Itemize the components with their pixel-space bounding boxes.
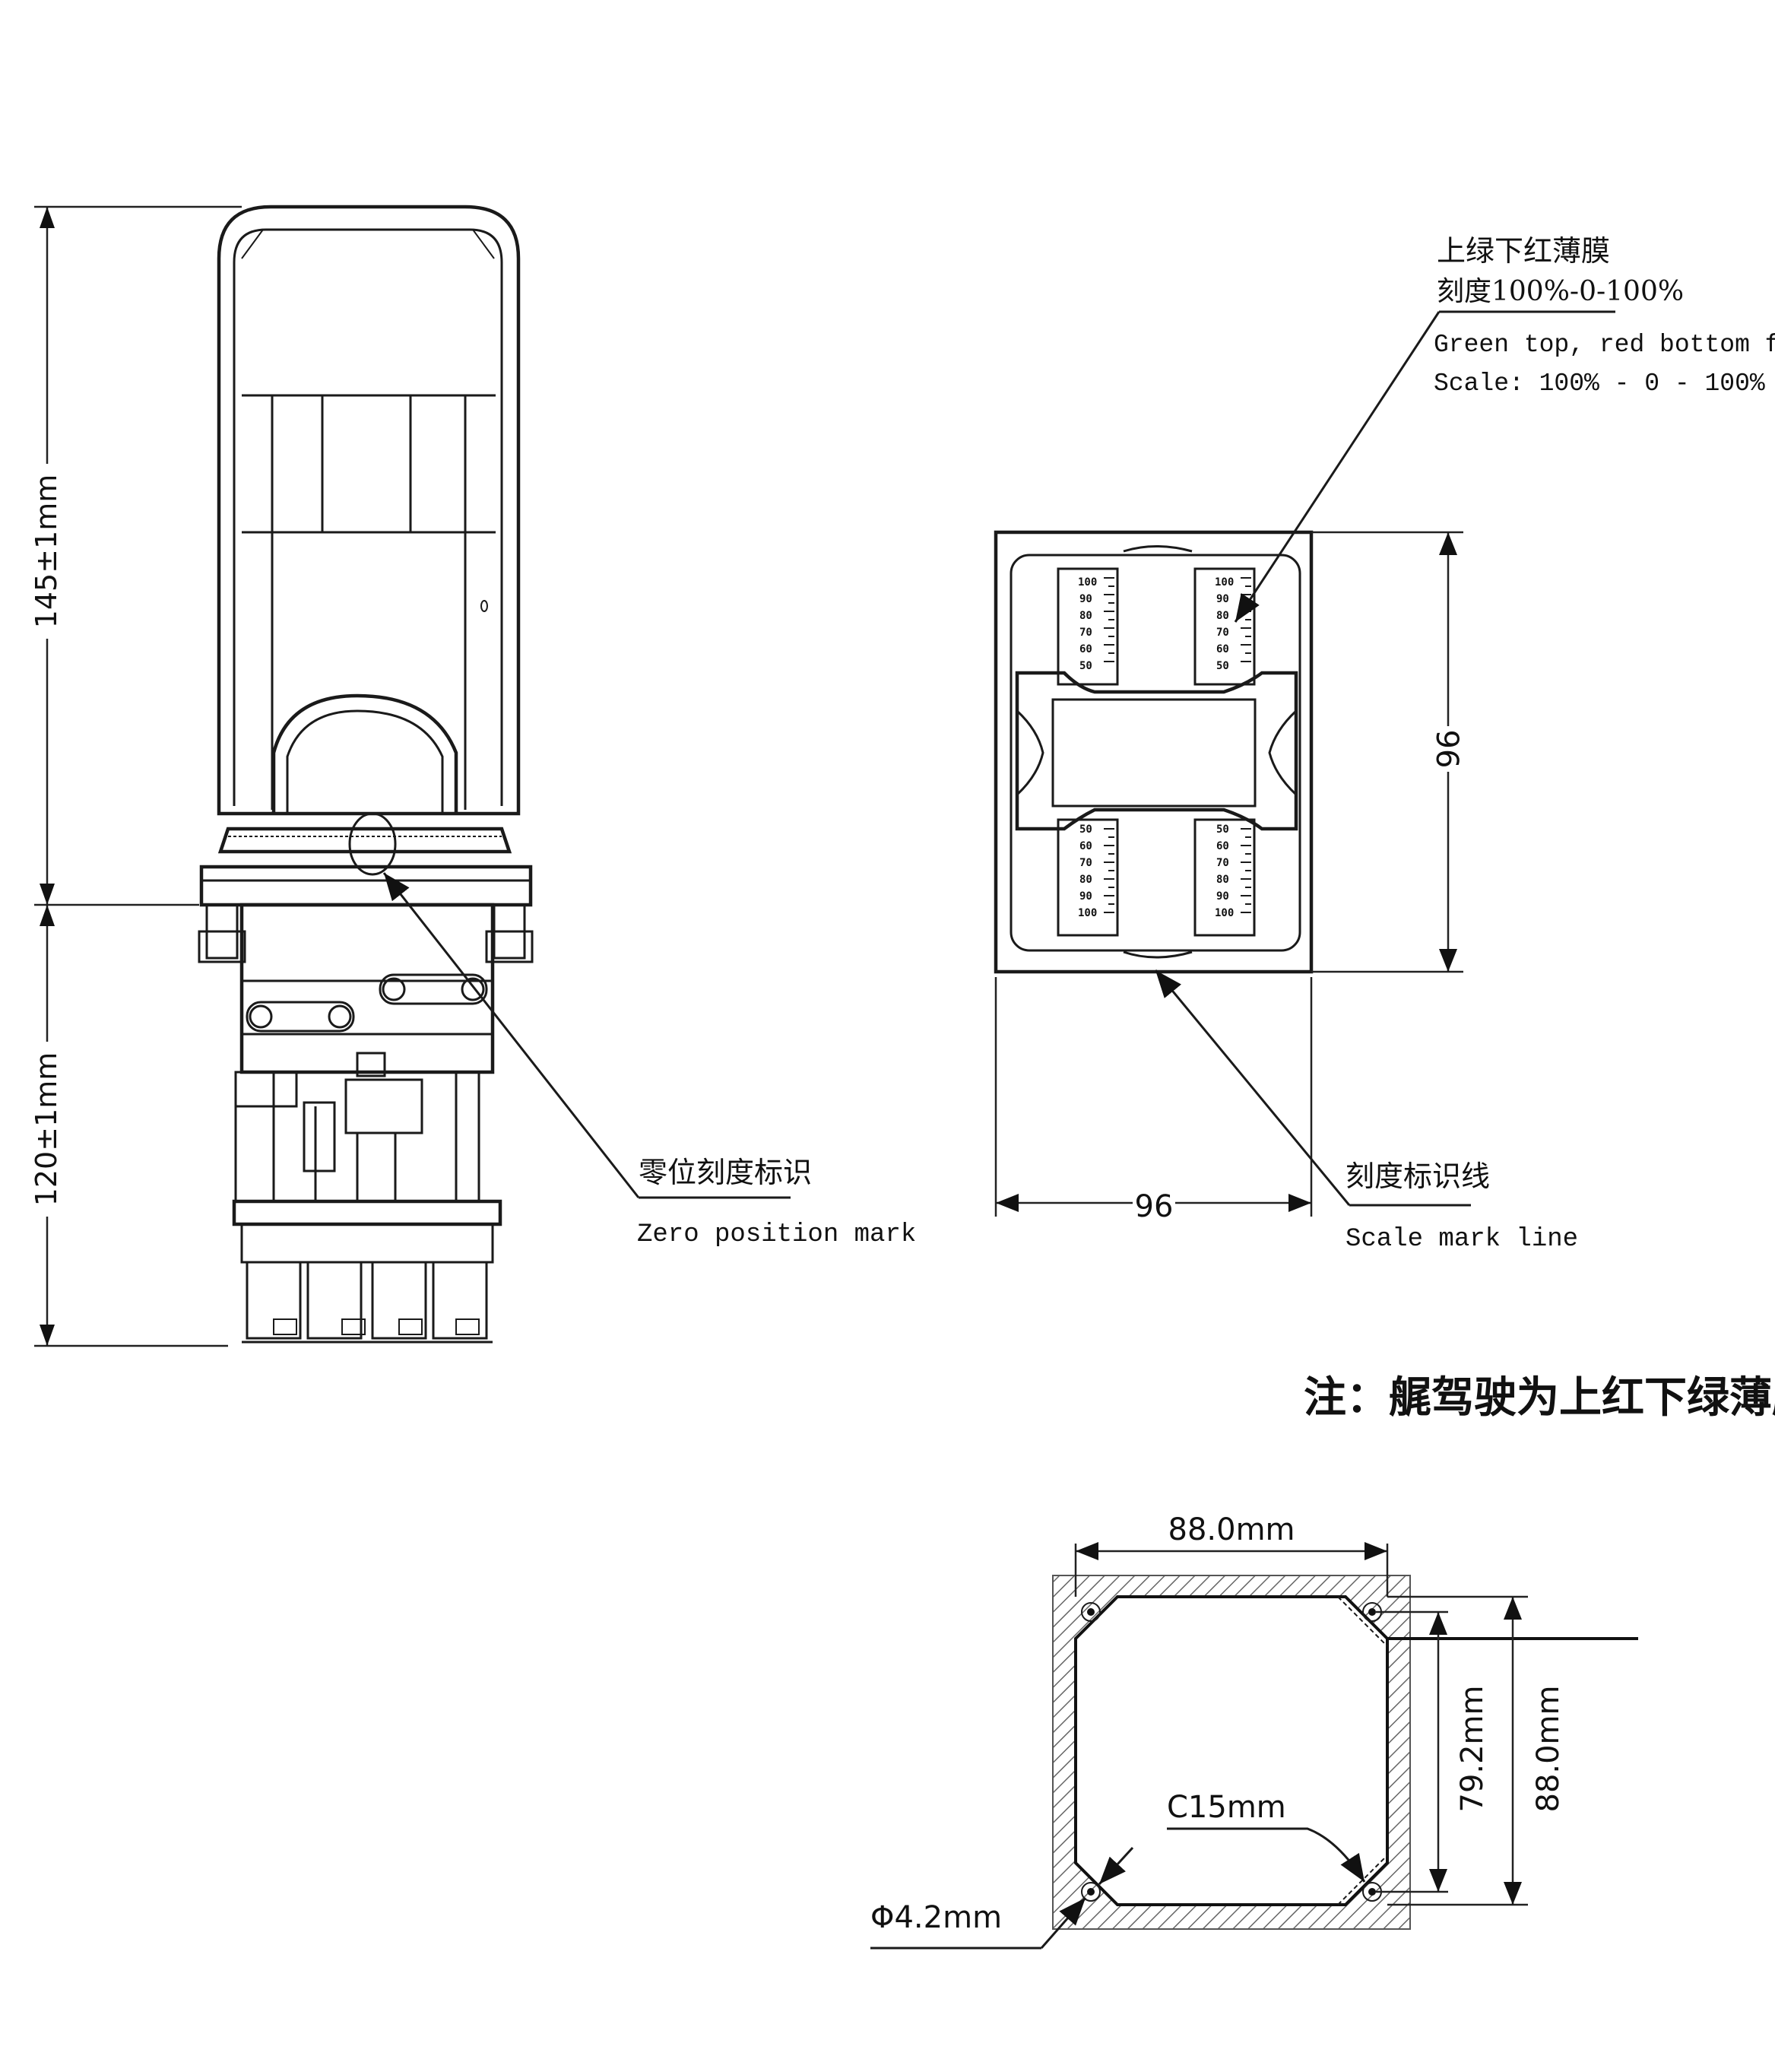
svg-text:100: 100 [1215, 576, 1234, 589]
film-label-en-2: Scale: 100% - 0 - 100% [1434, 370, 1765, 398]
svg-text:80: 80 [1079, 874, 1092, 886]
film-label-en-1: Green top, red bottom film [1434, 331, 1775, 359]
note-text: 注：艉驾驶为上红下绿薄膜 [1304, 1372, 1775, 1423]
hole-diameter-label: Φ4.2mm [870, 1900, 1002, 1935]
svg-text:70: 70 [1079, 857, 1092, 869]
svg-text:100: 100 [1078, 907, 1097, 919]
svg-text:100: 100 [1078, 576, 1097, 589]
zero-mark-label-en: Zero position mark [637, 1220, 916, 1249]
svg-text:100: 100 [1215, 907, 1234, 919]
panel-cutout: 88.0mm 88.0mm 79.2mm C15mm Φ4.2mm [870, 1512, 1638, 1950]
scale-bottom-right: 50 60 70 80 90 100 [1215, 823, 1234, 919]
scale-bottom-left: 50 60 70 80 90 100 [1078, 823, 1097, 919]
svg-text:70: 70 [1216, 627, 1229, 639]
scale-line-label-en: Scale mark line [1346, 1225, 1578, 1254]
film-label-cn-2: 刻度100%-0-100% [1437, 276, 1684, 307]
svg-text:90: 90 [1216, 593, 1229, 605]
svg-text:90: 90 [1079, 593, 1092, 605]
zero-mark-label-cn: 零位刻度标识 [639, 1156, 812, 1189]
svg-text:70: 70 [1079, 627, 1092, 639]
svg-text:50: 50 [1216, 660, 1229, 672]
cutout-height: 88.0mm [1531, 1686, 1566, 1813]
dim-height-96: 96 [1429, 730, 1464, 769]
svg-text:60: 60 [1079, 840, 1092, 852]
lever-hood [217, 205, 521, 816]
dim-lower-height: 120±1mm [30, 1052, 63, 1207]
svg-text:90: 90 [1216, 890, 1229, 903]
scale-top-right: 100 90 80 70 60 50 [1215, 576, 1234, 672]
svg-text:50: 50 [1079, 660, 1092, 672]
zero-position-marker [348, 812, 397, 876]
svg-text:80: 80 [1216, 610, 1229, 622]
svg-text:60: 60 [1216, 840, 1229, 852]
dim-width-96: 96 [1135, 1189, 1174, 1224]
svg-text:50: 50 [1216, 823, 1229, 836]
svg-text:90: 90 [1079, 890, 1092, 903]
svg-text:70: 70 [1216, 857, 1229, 869]
svg-text:80: 80 [1216, 874, 1229, 886]
scale-top-left: 100 90 80 70 60 50 [1078, 576, 1097, 672]
film-label-cn-1: 上绿下红薄膜 [1437, 234, 1610, 268]
cutout-width: 88.0mm [1168, 1512, 1295, 1547]
svg-text:60: 60 [1216, 643, 1229, 655]
top-view: 100 90 80 70 60 50 100 90 80 70 60 50 50… [994, 234, 1775, 1254]
hole-spacing: 79.2mm [1455, 1686, 1490, 1813]
side-view: 145±1mm 120±1mm [30, 205, 916, 1347]
svg-text:50: 50 [1079, 823, 1092, 836]
svg-text:60: 60 [1079, 643, 1092, 655]
scale-line-label-cn: 刻度标识线 [1346, 1160, 1490, 1193]
svg-text:80: 80 [1079, 610, 1092, 622]
chamfer-label: C15mm [1167, 1790, 1286, 1825]
dim-upper-height: 145±1mm [30, 474, 63, 629]
bezel-outline [994, 530, 1314, 974]
